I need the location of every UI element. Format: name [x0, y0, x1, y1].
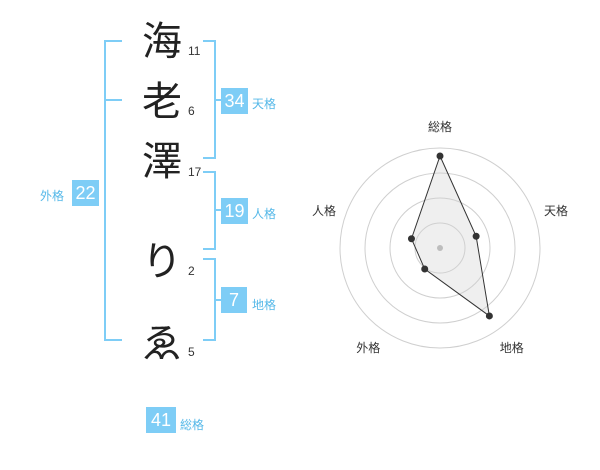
radar-center [437, 245, 443, 251]
radar-axis-label-3: 地格 [499, 340, 524, 355]
radar-point-2 [472, 232, 480, 240]
tenkaku-label: 天格 [252, 97, 277, 111]
radar-axis-label-4: 外格 [356, 340, 381, 355]
tenkaku-badge: 34 [221, 88, 248, 114]
radar-axis-label-5: 人格 [311, 204, 336, 219]
tenkaku-bracket [203, 40, 221, 159]
gaikaku-label: 外格 [40, 189, 65, 203]
name-char-1: 海 [142, 19, 182, 65]
stroke-count-4: 2 [188, 264, 195, 278]
stroke-count-2: 6 [188, 104, 195, 118]
chikaku-label: 地格 [252, 298, 277, 312]
jinkaku-badge: 19 [221, 198, 248, 224]
gaikaku-bracket [104, 40, 122, 341]
name-char-5: ゑ [142, 321, 182, 367]
radar-series-area [410, 154, 491, 318]
chikaku-bracket [203, 258, 221, 341]
name-char-2: 老 [142, 79, 182, 125]
chikaku-badge: 7 [221, 287, 247, 313]
soukaku-label: 総格 [180, 418, 205, 432]
jinkaku-bracket [203, 171, 221, 250]
name-char-3: 澤 [142, 139, 182, 185]
soukaku-badge: 41 [146, 407, 176, 433]
radar-point-3 [485, 312, 493, 320]
stroke-count-1: 11 [188, 44, 201, 58]
radar-point-4 [421, 265, 429, 273]
radar-axis-label-1: 総格 [428, 120, 453, 134]
radar-point-1 [436, 152, 444, 160]
stroke-count-5: 5 [188, 345, 195, 359]
radar-ring [339, 147, 541, 349]
radar-ring [364, 172, 516, 324]
name-char-4: り [142, 239, 182, 285]
jinkaku-label: 人格 [252, 207, 277, 221]
radar-point-5 [407, 235, 415, 243]
gaikaku-badge: 22 [72, 180, 99, 206]
radar-ring [389, 197, 491, 299]
radar-axis-label-2: 天格 [544, 204, 569, 219]
stroke-count-3: 17 [188, 165, 202, 179]
